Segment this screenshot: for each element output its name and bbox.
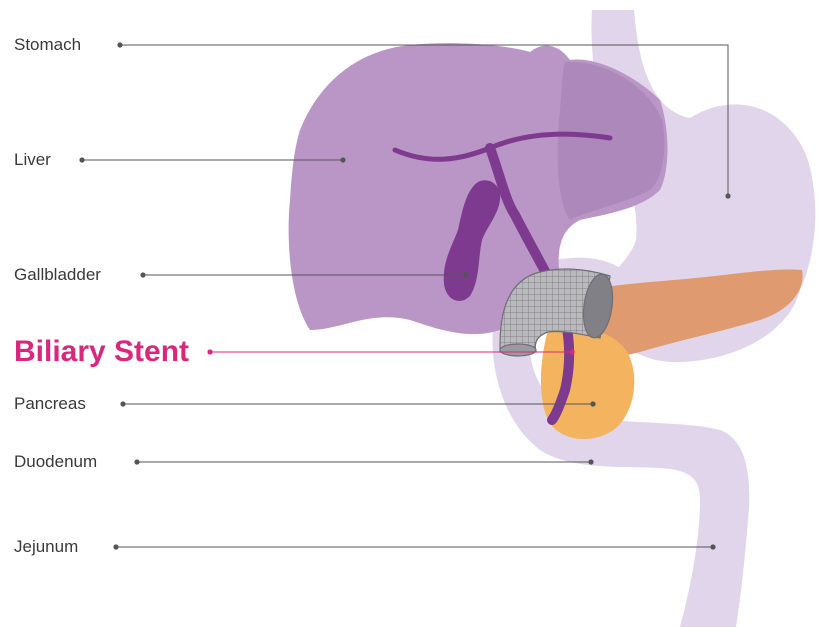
label-pancreas: Pancreas xyxy=(14,395,86,412)
label-duodenum: Duodenum xyxy=(14,453,97,470)
label-jejunum: Jejunum xyxy=(14,538,78,555)
label-stomach: Stomach xyxy=(14,36,81,53)
label-gallbladder: Gallbladder xyxy=(14,266,101,283)
label-biliary-stent: Biliary Stent xyxy=(14,337,189,367)
label-liver: Liver xyxy=(14,151,51,168)
